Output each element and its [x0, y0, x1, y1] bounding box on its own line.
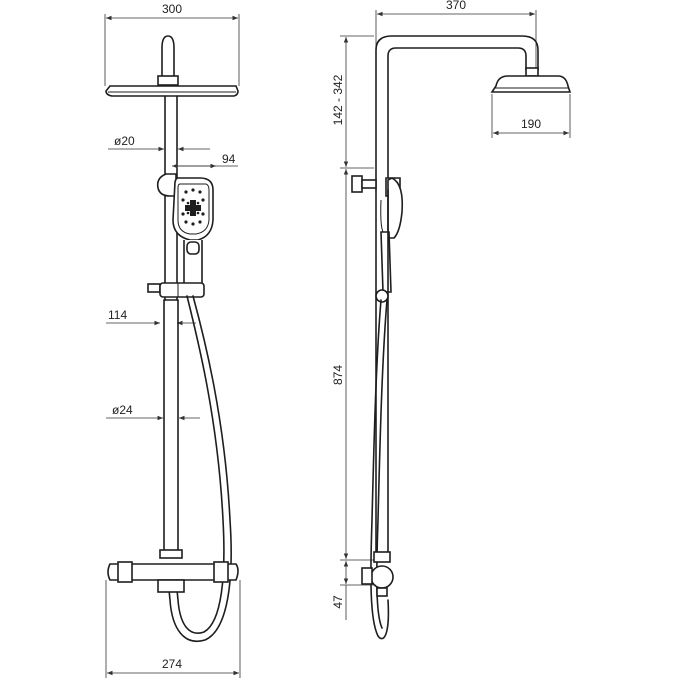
- dimension-label-94: 94: [222, 152, 236, 166]
- dimension-arm-reach: 370: [375, 0, 537, 70]
- shower-hose-inner: [175, 295, 225, 634]
- mixer-outlet: [157, 579, 185, 593]
- thermostatic-mixer: [107, 561, 239, 593]
- dimension-label-300: 300: [162, 2, 182, 16]
- dimension-hand-shower-width: 94: [172, 152, 238, 169]
- side-view: 370 190 142 - 342: [331, 0, 572, 640]
- dimension-label-47: 47: [331, 595, 345, 609]
- side-hand-shower: [380, 177, 404, 293]
- slider-knob-icon: [375, 289, 389, 303]
- head-connector: [157, 75, 179, 86]
- dimension-label-142-342: 142 - 342: [331, 74, 345, 125]
- pipe-collar: [159, 549, 183, 559]
- hand-shower: [172, 177, 214, 297]
- lower-pipe: [163, 299, 179, 557]
- holder-knob: [156, 173, 177, 197]
- dimension-mixer-height: 47: [331, 561, 376, 620]
- rain-shower-head: [105, 85, 239, 97]
- side-mixer: [361, 551, 394, 597]
- dimension-head-diameter: 190: [491, 94, 571, 138]
- dimension-label-d20: ø20: [114, 134, 135, 148]
- slider-bracket: [147, 282, 205, 298]
- dimension-height-adjust: 142 - 342: [331, 35, 374, 169]
- dimension-pipe-diameter-upper: ø20: [108, 134, 210, 152]
- spray-button-icon: [186, 241, 200, 255]
- overhead-arm: [375, 35, 539, 191]
- dimension-head-width: 300: [104, 2, 240, 86]
- side-rain-shower-head: [490, 67, 572, 93]
- side-hose: [370, 299, 390, 640]
- front-view: 300 ø20 94: [104, 2, 241, 678]
- side-hose-inner: [376, 299, 388, 629]
- dimension-label-d24: ø24: [112, 403, 133, 417]
- shower-hose: [167, 295, 232, 642]
- dimension-label-274: 274: [162, 657, 182, 671]
- dimension-label-190: 190: [521, 117, 541, 131]
- dimension-label-874: 874: [331, 365, 345, 385]
- shower-arm: [161, 35, 175, 81]
- dimension-label-370: 370: [446, 0, 466, 12]
- dimension-mixer-width: 274: [105, 580, 241, 678]
- dimension-pipe-offset: 114: [106, 308, 196, 326]
- dimension-pipe-length: 874: [331, 169, 374, 561]
- dimension-label-114: 114: [108, 308, 127, 322]
- dimension-pipe-diameter-lower: ø24: [106, 403, 200, 421]
